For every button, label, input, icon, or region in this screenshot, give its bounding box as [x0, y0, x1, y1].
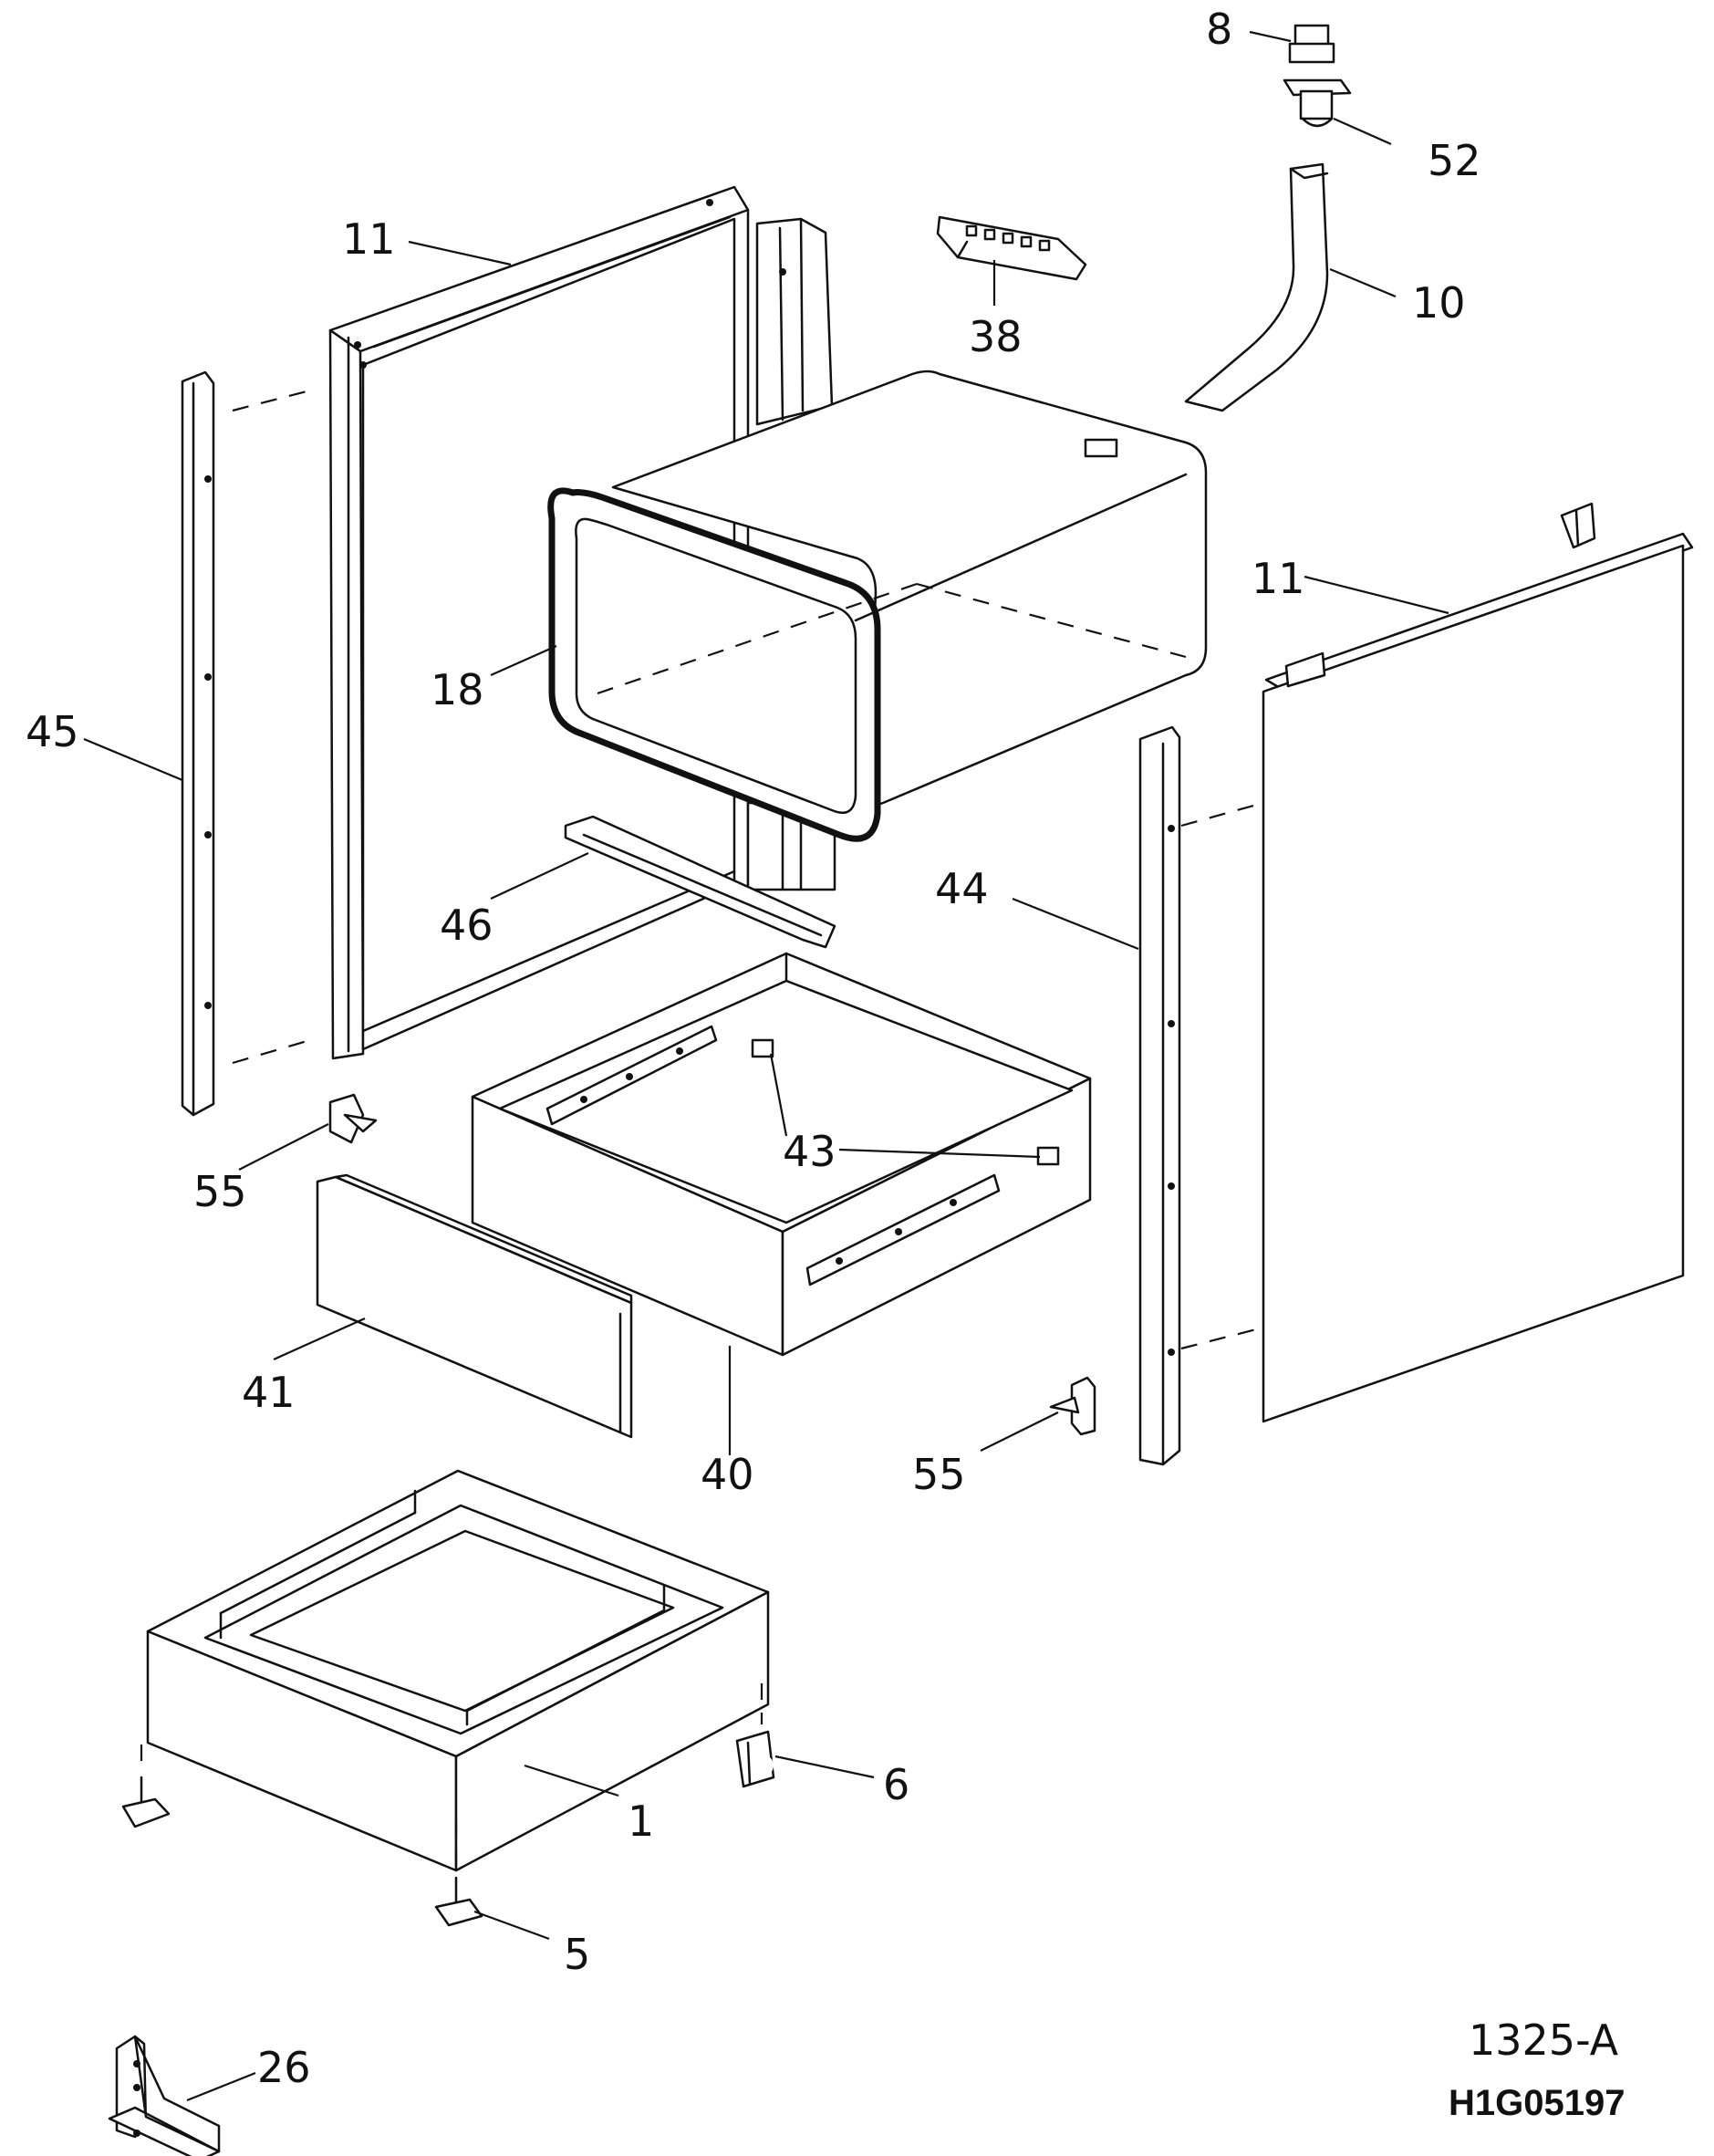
callout-55-right: 55 [912, 1450, 966, 1499]
leader-55-right [980, 1411, 1059, 1452]
callout-38: 38 [969, 312, 1023, 361]
part-26-corner-bracket [108, 2035, 221, 2156]
callout-1: 1 [628, 1797, 654, 1846]
leader-46 [490, 852, 589, 900]
leader-41 [273, 1317, 366, 1361]
leader-1 [524, 1764, 619, 1797]
leader-10 [1329, 267, 1397, 298]
part-46-front-rail [564, 815, 836, 949]
part-11-right-side-panel [1262, 502, 1694, 1423]
callout-8: 8 [1206, 5, 1232, 54]
leader-11-left [408, 240, 512, 266]
part-55-left-latch [328, 1093, 378, 1144]
callout-52: 52 [1428, 136, 1481, 185]
part-38-terminal-block [936, 215, 1087, 281]
part-10-vent-duct [1184, 162, 1329, 412]
callout-55-left: 55 [193, 1167, 247, 1216]
part-8-cap [1288, 24, 1335, 64]
leader-45 [83, 737, 183, 782]
callout-26: 26 [257, 2043, 311, 2092]
callout-46: 46 [440, 901, 493, 950]
part-41-drawer-front [316, 1173, 633, 1439]
part-6-wheel-bracket [735, 1730, 775, 1788]
callout-11-right: 11 [1252, 554, 1305, 603]
part-40-drawer-box [471, 952, 1092, 1357]
part-5-leveling-foot-left [121, 1776, 171, 1828]
part-44-right-trim-strip [1138, 725, 1181, 1466]
callout-10: 10 [1412, 278, 1466, 328]
callout-43: 43 [783, 1127, 836, 1176]
leader-43-b [838, 1148, 1041, 1159]
callout-44: 44 [935, 864, 989, 913]
drawing-reference: 1325-A [1469, 2015, 1619, 2065]
part-55-right-latch [1049, 1376, 1096, 1436]
leader-11-right [1304, 575, 1449, 615]
leader-26 [186, 2071, 256, 2102]
callout-45: 45 [26, 707, 79, 756]
callout-18: 18 [431, 665, 484, 714]
part-18-oven-cavity [547, 370, 1208, 842]
leader-43-a [769, 1053, 788, 1137]
leader-52 [1333, 117, 1392, 146]
leader-18 [490, 644, 557, 677]
leader-55-left [238, 1123, 329, 1171]
part-1-base-frame [146, 1469, 770, 1872]
leader-6 [774, 1755, 875, 1779]
part-45-left-trim-strip [181, 370, 215, 1117]
callout-40: 40 [701, 1450, 754, 1499]
callout-5: 5 [564, 1930, 590, 1979]
part-52-bracket [1283, 78, 1352, 128]
part-5-leveling-foot-center [434, 1876, 483, 1927]
callout-11-left: 11 [342, 214, 396, 264]
leader-5 [473, 1910, 550, 1941]
part-code: H1G05197 [1449, 2083, 1625, 2123]
callout-41: 41 [242, 1368, 296, 1417]
leader-8 [1249, 30, 1292, 43]
leader-44 [1012, 897, 1139, 951]
callout-6: 6 [883, 1760, 909, 1809]
